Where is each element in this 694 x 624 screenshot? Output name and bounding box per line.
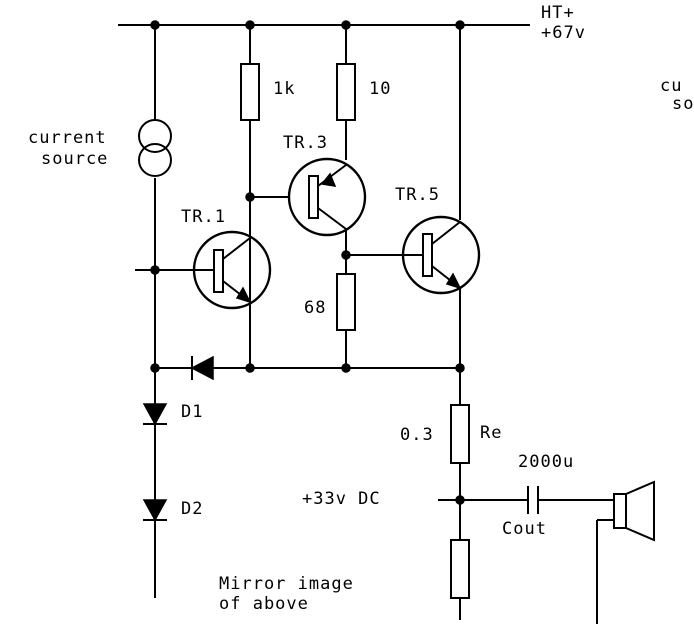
partial-label-2: so [672, 94, 694, 114]
diode-d1 [142, 403, 168, 426]
tr3-label: TR.3 [283, 133, 328, 153]
diode-horizontal [190, 355, 214, 381]
supply-label-ht: HT+ [541, 3, 575, 23]
transistor-tr3 [287, 157, 367, 237]
diode-d2-label: D2 [181, 499, 203, 519]
transistor-tr5 [401, 215, 481, 295]
capacitor-value-label: 2000u [518, 452, 574, 472]
partial-label-1: cu [660, 76, 682, 96]
resistor-68-label: 68 [304, 298, 326, 318]
resistor-1k [240, 63, 260, 121]
mirror-note-1: Mirror image [219, 574, 354, 594]
diode-d2 [142, 499, 168, 522]
diode-d1-label: D1 [181, 402, 203, 422]
supply-label-voltage: +67v [541, 23, 586, 43]
junction-dots [150, 20, 465, 505]
resistor-re-value: 0.3 [400, 425, 434, 445]
transistor-tr1 [155, 230, 272, 310]
resistor-10 [336, 63, 356, 121]
resistor-10-label: 10 [369, 79, 391, 99]
wires [118, 24, 614, 624]
capacitor-name-label: Cout [502, 519, 547, 539]
current-source-label-2: source [41, 149, 108, 169]
speaker-icon [613, 480, 655, 542]
capacitor-cout [527, 486, 539, 514]
resistor-re [450, 404, 470, 464]
resistor-68 [336, 273, 356, 331]
dc-voltage-label: +33v DC [302, 489, 381, 509]
tr5-label: TR.5 [395, 185, 440, 205]
mirror-note-2: of above [219, 594, 309, 614]
resistor-re-name: Re [480, 423, 502, 443]
current-source-label-1: current [28, 128, 107, 148]
current-source-symbol [138, 119, 172, 177]
resistor-lower [450, 539, 470, 599]
tr1-label: TR.1 [181, 207, 226, 227]
resistor-1k-label: 1k [273, 79, 295, 99]
